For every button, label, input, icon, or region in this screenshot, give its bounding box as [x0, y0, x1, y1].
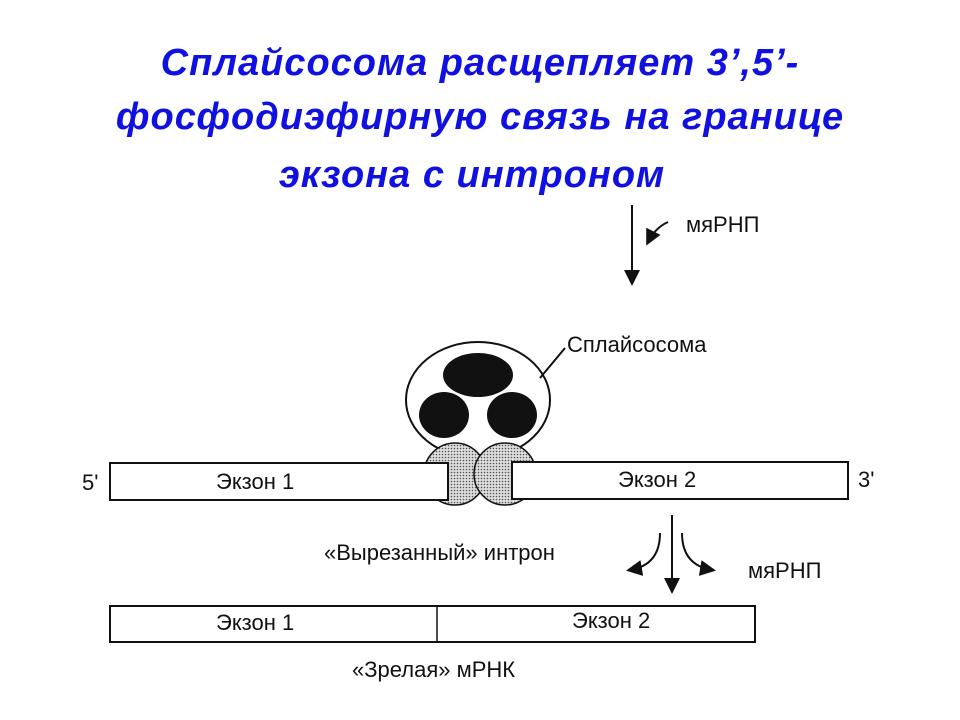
mature-exon2-label: Экзон 2 — [572, 608, 650, 633]
mature-exon1-label: Экзон 1 — [216, 610, 294, 635]
snrnp-bottom-label: мяРНП — [748, 558, 821, 583]
spliceosome-leader-line — [539, 347, 566, 379]
spliceosome-label: Сплайсосома — [567, 332, 707, 357]
title-line-3: экзона с интроном — [278, 154, 666, 196]
title-line-1: Сплайсосома расщепляет 3’,5’- — [160, 42, 800, 84]
exon2-bar — [511, 461, 849, 500]
snrnp-top-label: мяРНП — [686, 212, 759, 237]
mature-mrna-label: «Зрелая» мРНК — [352, 657, 515, 682]
three-prime-label: 3' — [858, 467, 874, 492]
exon1-label: Экзон 1 — [216, 469, 294, 494]
mature-mrna-bar — [109, 605, 756, 643]
five-prime-label: 5' — [82, 470, 98, 495]
release-arrows — [626, 515, 716, 594]
exon1-bar — [109, 462, 449, 501]
excised-intron-label: «Вырезанный» интрон — [324, 540, 555, 565]
title-line-2: фосфодиэфирную связь на границе — [115, 96, 845, 138]
exon2-label: Экзон 2 — [618, 467, 696, 492]
spliceosome — [405, 341, 551, 506]
snrnp-entry-arrow — [624, 205, 669, 286]
